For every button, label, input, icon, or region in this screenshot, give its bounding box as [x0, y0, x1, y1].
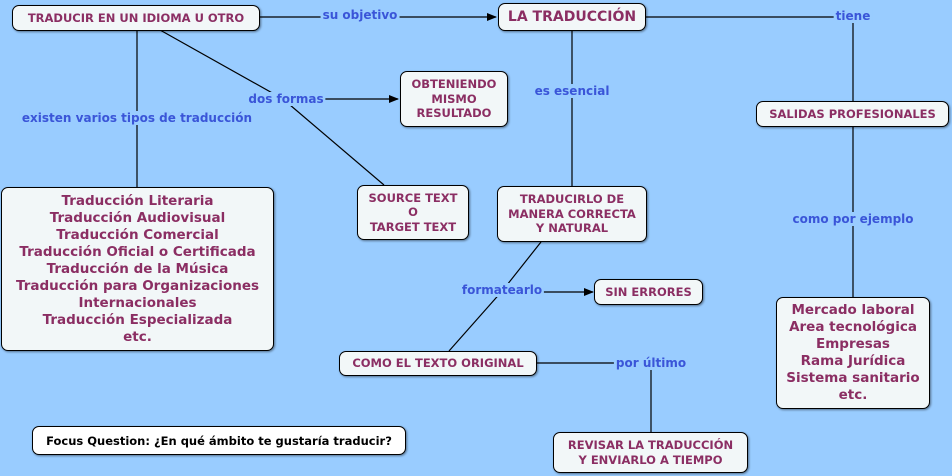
- node-obteniendo-resultado[interactable]: OBTENIENDO MISMO RESULTADO: [400, 71, 508, 127]
- node-sin-errores[interactable]: SIN ERRORES: [594, 279, 703, 305]
- link-label-tiene: tiene: [833, 9, 873, 23]
- revisar-line-2: Y ENVIARLO A TIEMPO: [578, 452, 723, 467]
- tipo-item: etc.: [123, 328, 152, 345]
- profesion-item: Sistema sanitario: [786, 370, 920, 386]
- link-label-formatearlo: formatearlo: [459, 283, 545, 297]
- tipo-item: Traducción para Organizaciones: [15, 277, 260, 294]
- profesion-item: Mercado laboral: [791, 302, 915, 318]
- node-traducir-label: TRADUCIR EN UN IDIOMA U OTRO: [27, 10, 245, 25]
- source-line-2: O: [408, 205, 418, 220]
- obteniendo-line-3: RESULTADO: [416, 106, 492, 121]
- focus-question: Focus Question: ¿En qué ámbito te gustar…: [32, 426, 406, 455]
- correcta-line-3: Y NATURAL: [535, 221, 609, 236]
- node-salidas-profesionales[interactable]: SALIDAS PROFESIONALES: [756, 101, 949, 127]
- tipo-item: Traducción Especializada: [42, 311, 233, 328]
- node-revisar-enviar[interactable]: REVISAR LA TRADUCCIÓN Y ENVIARLO A TIEMP…: [553, 432, 748, 473]
- node-profesiones[interactable]: Mercado laboral Area tecnológica Empresa…: [776, 297, 930, 409]
- tipo-item: Traducción Audiovisual: [49, 209, 226, 226]
- correcta-line-1: TRADUCIRLO DE: [519, 192, 625, 207]
- revisar-line-1: REVISAR LA TRADUCCIÓN: [567, 438, 734, 452]
- link-label-por-ultimo: por último: [613, 356, 689, 370]
- node-traducir[interactable]: TRADUCIR EN UN IDIOMA U OTRO: [12, 5, 260, 31]
- node-salidas-label: SALIDAS PROFESIONALES: [769, 106, 936, 121]
- tipo-item: Traducción Oficial o Certificada: [19, 243, 256, 260]
- source-line-3: TARGET TEXT: [369, 219, 457, 234]
- node-como-original-label: COMO EL TEXTO ORIGINAL: [352, 356, 524, 371]
- profesion-item: Rama Jurídica: [800, 353, 906, 369]
- obteniendo-line-1: OBTENIENDO: [411, 77, 497, 92]
- tipo-item: Traducción de la Música: [46, 260, 229, 277]
- profesion-item: etc.: [838, 387, 868, 403]
- link-label-su-objetivo: su objetivo: [320, 8, 400, 22]
- source-line-1: SOURCE TEXT: [368, 190, 458, 205]
- tipo-item: Traducción Comercial: [56, 226, 219, 243]
- link-label-como-por-ejemplo: como por ejemplo: [790, 212, 916, 226]
- node-traducirlo-correcta[interactable]: TRADUCIRLO DE MANERA CORRECTA Y NATURAL: [497, 186, 647, 242]
- node-como-texto-original[interactable]: COMO EL TEXTO ORIGINAL: [339, 351, 537, 376]
- link-label-dos-formas: dos formas: [246, 92, 326, 106]
- profesion-item: Empresas: [816, 336, 890, 352]
- correcta-line-2: MANERA CORRECTA: [508, 206, 636, 221]
- link-label-es-esencial: es esencial: [532, 84, 612, 98]
- node-la-traduccion[interactable]: LA TRADUCCIÓN: [498, 3, 646, 31]
- node-la-traduccion-label: LA TRADUCCIÓN: [507, 8, 637, 25]
- focus-question-text: Focus Question: ¿En qué ámbito te gustar…: [46, 433, 392, 448]
- node-sin-errores-label: SIN ERRORES: [605, 284, 692, 299]
- profesion-item: Area tecnológica: [789, 319, 917, 335]
- obteniendo-line-2: MISMO: [431, 91, 477, 106]
- node-tipos-traduccion[interactable]: Traducción Literaria Traducción Audiovis…: [1, 187, 274, 351]
- tipo-item: Traducción Literaria: [61, 192, 214, 209]
- link-label-existen-tipos: existen varios tipos de traducción: [19, 111, 255, 125]
- node-source-target[interactable]: SOURCE TEXT O TARGET TEXT: [357, 185, 469, 240]
- tipo-item: Internacionales: [78, 294, 197, 311]
